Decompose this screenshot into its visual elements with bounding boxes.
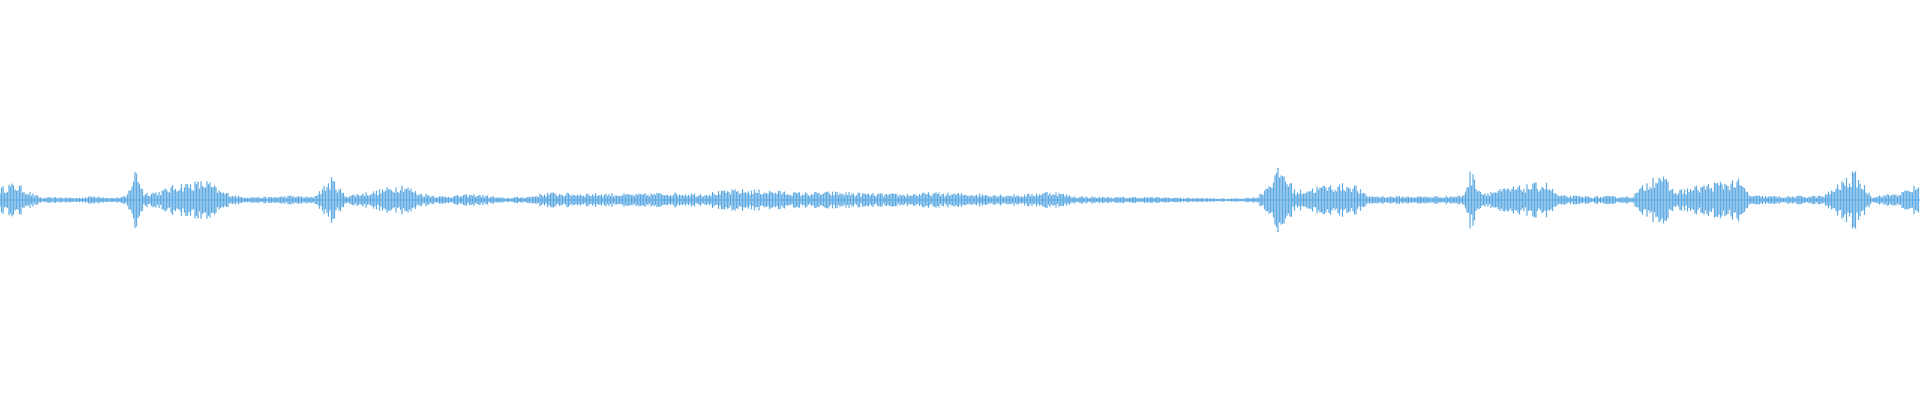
waveform-bars bbox=[0, 168, 1920, 232]
